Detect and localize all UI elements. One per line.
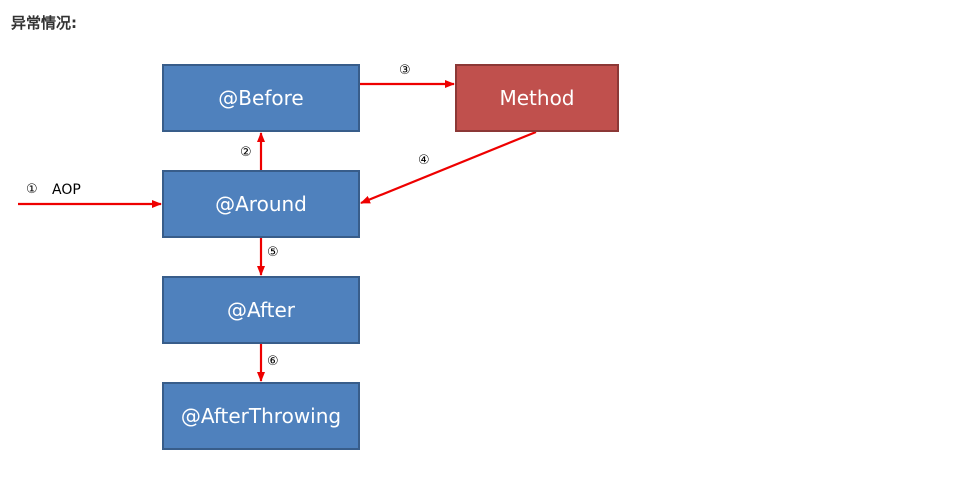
step-6-label: ⑥ — [267, 354, 279, 369]
section-heading: 异常情况: — [11, 14, 77, 32]
afterthrowing-box: @AfterThrowing — [162, 382, 360, 450]
step-1-label: ① — [26, 182, 38, 197]
step-2-label: ② — [240, 145, 252, 160]
before-box: @Before — [162, 64, 360, 132]
step-4-label: ④ — [418, 153, 430, 168]
method-box: Method — [455, 64, 619, 132]
arrow-method-to-around — [360, 130, 537, 205]
step-3-label: ③ — [399, 63, 411, 78]
method-box-label: Method — [499, 86, 575, 110]
step-5-label: ⑤ — [267, 245, 279, 260]
after-box-label: @After — [226, 298, 296, 322]
after-box: @After — [162, 276, 360, 344]
around-box: @Around — [162, 170, 360, 238]
before-box-label: @Before — [218, 86, 304, 110]
afterthrowing-box-label: @AfterThrowing — [180, 404, 342, 428]
around-box-label: @Around — [215, 192, 307, 216]
aop-label: AOP — [52, 182, 81, 198]
